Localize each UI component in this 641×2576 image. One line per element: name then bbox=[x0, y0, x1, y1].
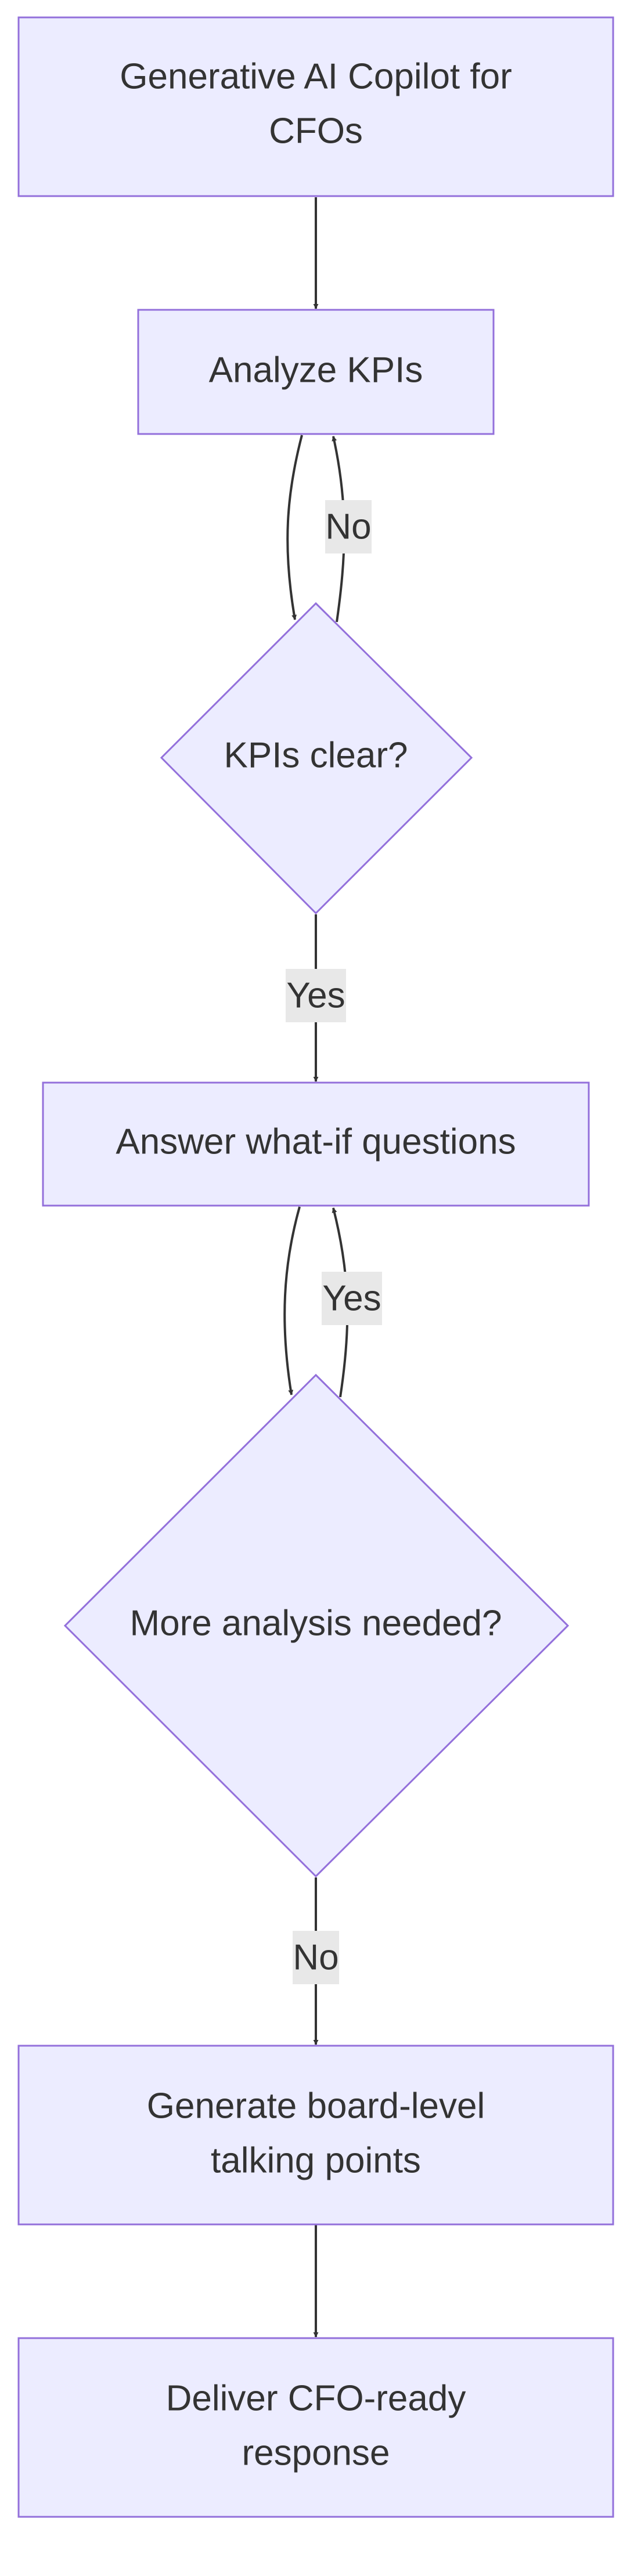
node-deliver-line-1: Deliver CFO-ready bbox=[166, 2379, 466, 2419]
edge-label-text: No bbox=[325, 507, 371, 547]
node-talking-points: Generate board-level talking points bbox=[17, 2045, 614, 2226]
edge-label-more-analysis-no: No bbox=[293, 1931, 339, 1984]
edge-label-text: Yes bbox=[322, 1279, 381, 1319]
edge-label-text: No bbox=[293, 1938, 338, 1978]
node-talking-points-line-1: Generate board-level bbox=[147, 2086, 485, 2126]
node-deliver-line-2: response bbox=[242, 2433, 390, 2473]
node-start-line-1: Generative AI Copilot for bbox=[120, 57, 512, 97]
node-analyze-kpis: Analyze KPIs bbox=[137, 309, 495, 435]
edge-analyze-to-kpis-clear bbox=[286, 435, 303, 620]
edge-label-kpis-clear-yes: Yes bbox=[286, 969, 346, 1022]
node-analyze-kpis-label: Analyze KPIs bbox=[209, 350, 423, 390]
node-talking-points-line-2: talking points bbox=[211, 2141, 421, 2181]
edge-answer-to-more-analysis bbox=[283, 1206, 301, 1395]
node-start: Generative AI Copilot for CFOs bbox=[17, 16, 614, 197]
node-kpis-clear-label: KPIs clear? bbox=[224, 736, 408, 776]
node-more-analysis-decision: More analysis needed? bbox=[63, 1373, 570, 1878]
node-answer-what-if-label: Answer what-if questions bbox=[116, 1122, 516, 1162]
node-deliver: Deliver CFO-ready response bbox=[17, 2337, 614, 2518]
node-answer-what-if: Answer what-if questions bbox=[42, 1081, 590, 1207]
edge-label-more-analysis-yes: Yes bbox=[322, 1272, 382, 1325]
node-start-line-2: CFOs bbox=[269, 111, 363, 151]
edge-label-kpis-clear-no: No bbox=[325, 500, 372, 553]
node-more-analysis-label: More analysis needed? bbox=[129, 1604, 502, 1644]
node-kpis-clear-decision: KPIs clear? bbox=[160, 602, 473, 915]
edge-label-text: Yes bbox=[286, 976, 345, 1016]
